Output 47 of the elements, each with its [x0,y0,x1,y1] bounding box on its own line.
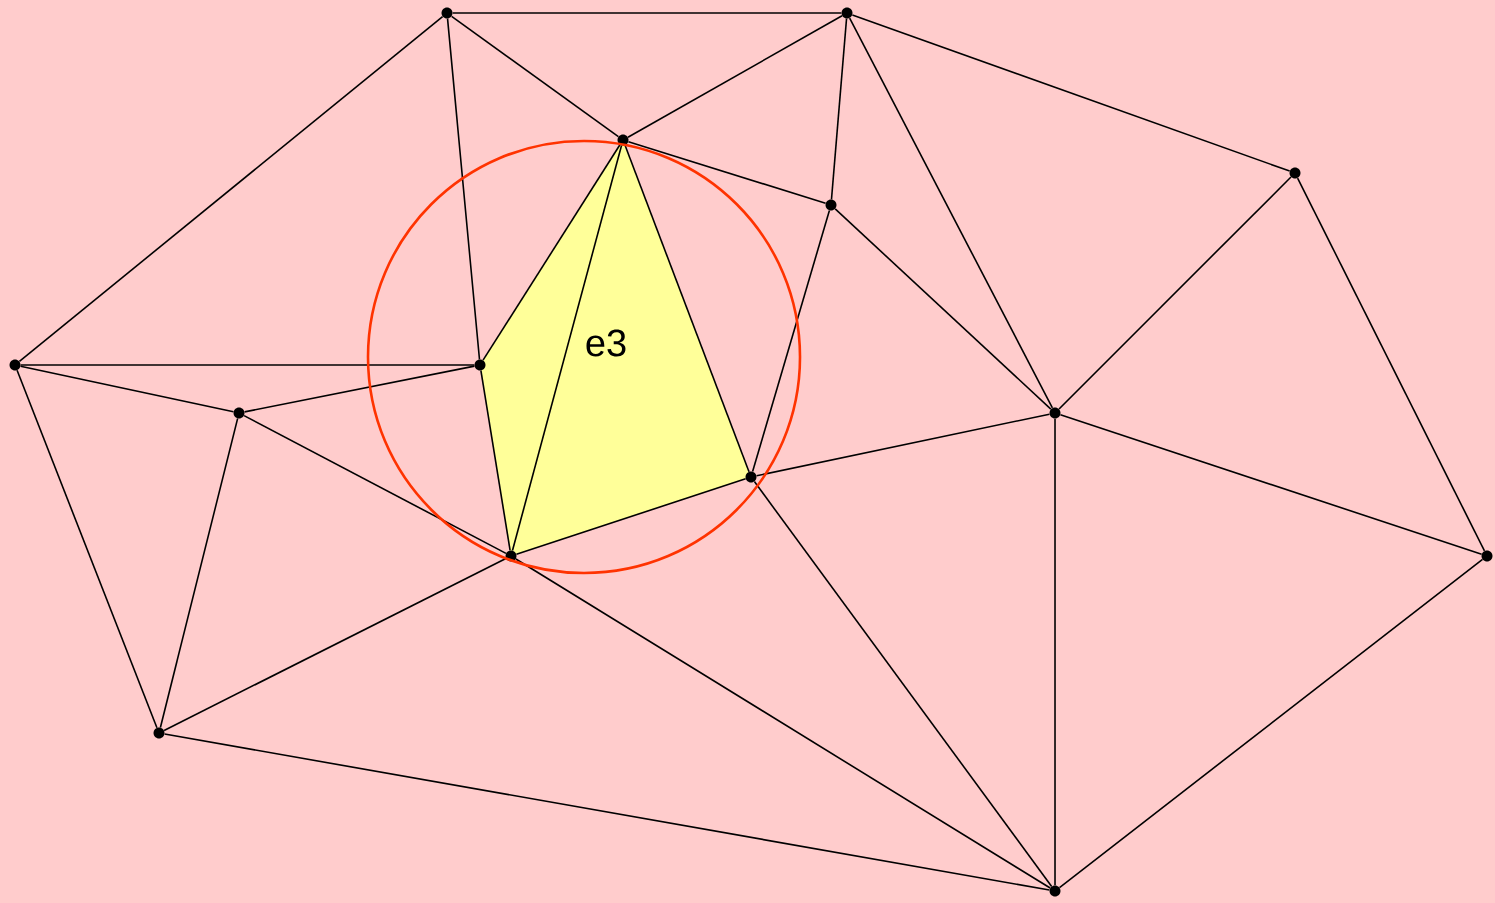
edge-line [1054,417,1056,887]
edge-line [753,480,1053,888]
point [1049,407,1061,419]
edge-line [1296,177,1486,552]
edge-line [451,12,843,14]
edge-line [851,14,1291,172]
edge-line [480,369,511,552]
edge-line [624,144,750,473]
point [9,359,21,371]
point [233,407,245,419]
edge-line [243,365,476,413]
edge-line [1058,176,1292,410]
point [505,550,517,562]
edge-line [755,413,1051,477]
edge-line [18,15,444,363]
edge-line [482,144,621,361]
point [1289,167,1301,179]
edge-line [16,369,158,729]
point [841,7,853,19]
edge-line [848,17,1054,409]
edge-line [446,17,481,361]
edge-line [627,15,843,138]
point [474,359,486,371]
point [1481,550,1493,562]
edge-line [159,417,239,729]
edge-line [830,17,848,201]
edge-line [751,209,831,473]
edge-line [515,558,1051,889]
point [153,727,165,739]
edge-line [1059,414,1483,555]
edge-line [1058,558,1484,889]
point [1049,885,1061,897]
edge-line [627,140,827,205]
point [441,7,453,19]
edge-line [450,15,620,138]
point [745,471,757,483]
point [825,199,837,211]
edge-name: e3 [586,329,626,357]
edge-line [515,477,747,555]
edge-line [163,733,1051,891]
edge-line [19,364,476,366]
edge-line [19,365,235,413]
edge-line [511,144,623,552]
edge-line [834,208,1052,410]
point [617,134,629,146]
edge-line [163,557,507,732]
edge-line [243,414,507,555]
